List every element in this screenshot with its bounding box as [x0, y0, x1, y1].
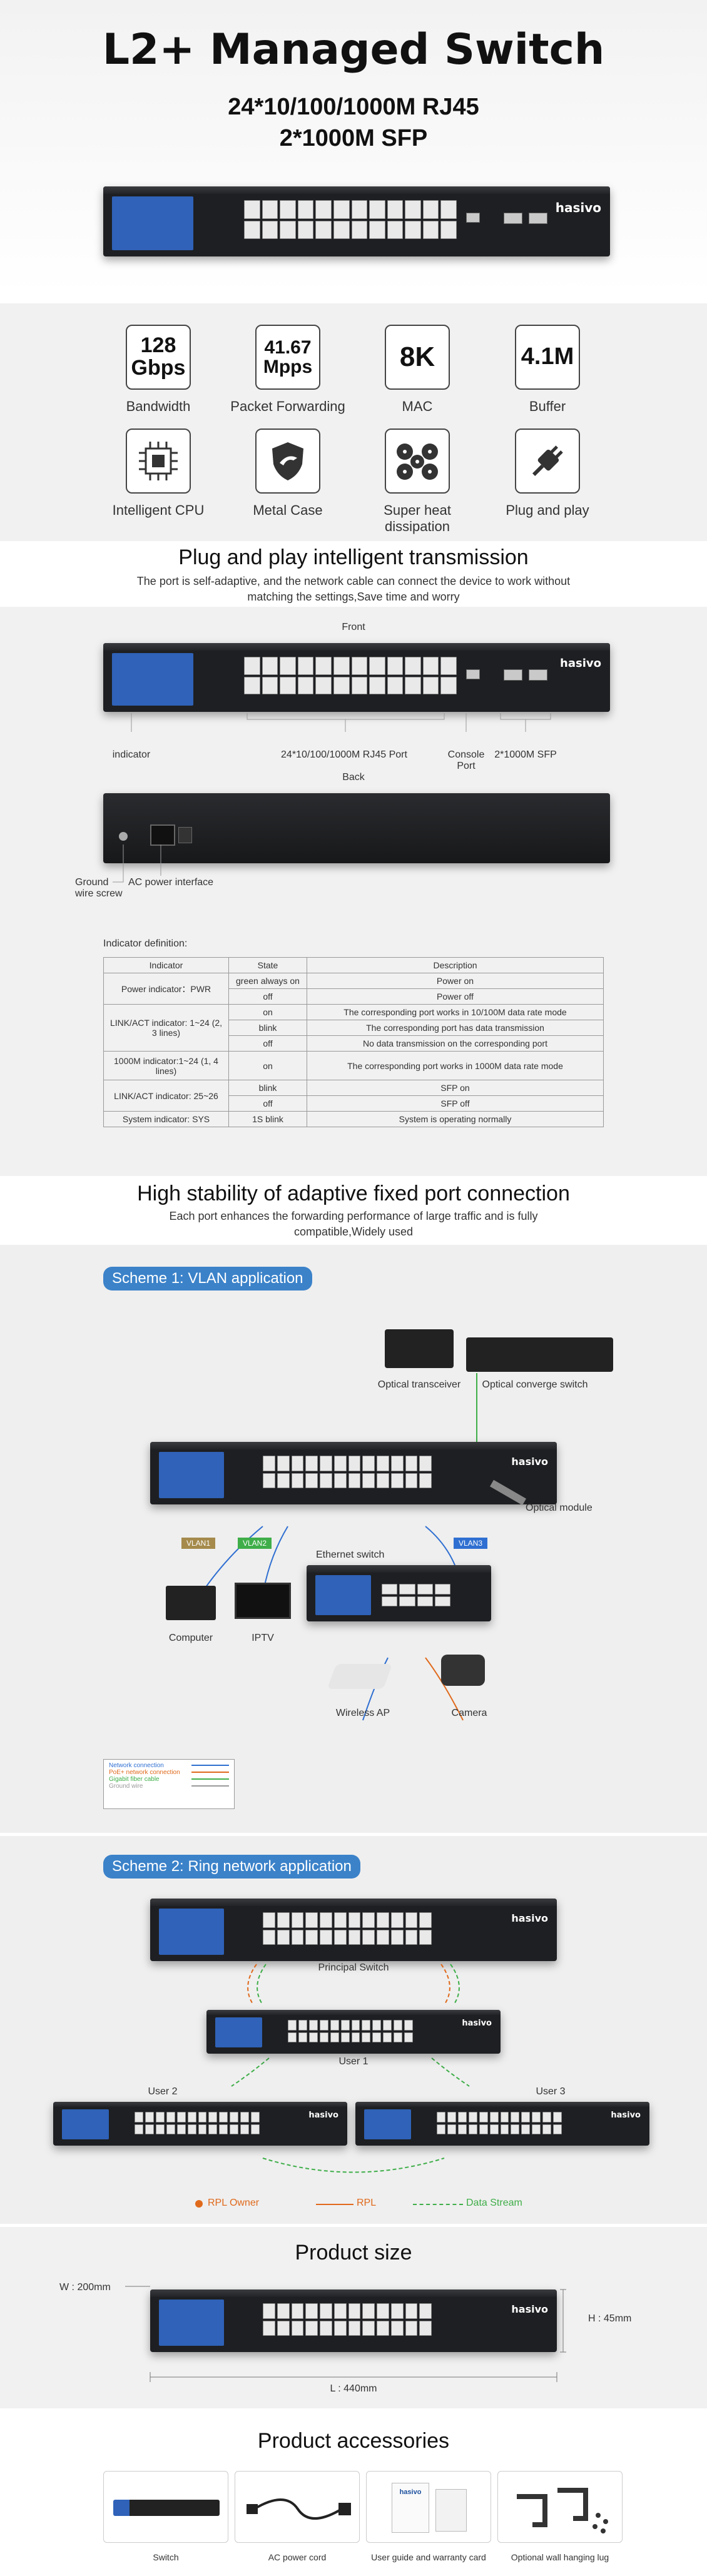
- mac-icon: 8K: [385, 325, 450, 390]
- vlan1-tag-left: VLAN1: [181, 1538, 216, 1549]
- camera-icon: [441, 1655, 485, 1686]
- stability-header: High stability of adaptive fixed port co…: [0, 1179, 707, 1242]
- feature-bandwidth: 128 Gbps Bandwidth: [93, 325, 224, 415]
- accessories-section: Product accessories hasivo Switch AC pow…: [0, 2411, 707, 2576]
- ground-screw: [119, 832, 128, 841]
- bandwidth-icon: 128 Gbps: [126, 325, 191, 390]
- console-label: Console Port: [447, 749, 485, 771]
- brand-logo: hasivo: [555, 200, 601, 215]
- length-label: L : 440mm: [330, 2383, 377, 2394]
- feature-buffer: 4.1M Buffer: [482, 325, 613, 415]
- switch-front-image: hasivo: [103, 643, 610, 712]
- rpl-owner-dot: [195, 2200, 203, 2208]
- plug-play-subtitle: The port is self-adaptive, and the netwo…: [136, 575, 571, 604]
- main-switch-image: hasivo: [150, 1442, 557, 1504]
- ac-socket: [150, 824, 175, 846]
- ground-label: Ground wire screw: [75, 877, 123, 899]
- packet-icon: 41.67 Mpps: [255, 325, 320, 390]
- product-size-title: Product size: [295, 2241, 412, 2264]
- plug-icon: [515, 428, 580, 494]
- size-section: Product size hasivo W : 200mm H : 45mm L…: [0, 2227, 707, 2408]
- principal-switch-image: hasivo: [150, 1899, 557, 1961]
- vlan2-tag: VLAN2: [238, 1538, 272, 1549]
- width-label: W : 200mm: [59, 2282, 111, 2293]
- ports-section: Front hasivo indicator 24*10/100/1000M R…: [0, 607, 707, 1176]
- stability-subtitle: Each port enhances the forwarding perfor…: [169, 1210, 538, 1239]
- features-section: 128 Gbps Bandwidth 41.67 Mpps Packet For…: [0, 303, 707, 541]
- feature-cpu: Intelligent CPU: [93, 428, 224, 519]
- accessory-wall-lug: [497, 2471, 623, 2543]
- dimension-lines: [125, 2286, 566, 2382]
- plug-play-header: Plug and play intelligent transmission T…: [0, 544, 707, 604]
- optical-converge-image: [466, 1337, 613, 1372]
- feature-mac: 8K MAC: [352, 325, 483, 415]
- feature-metal-case: Metal Case: [222, 428, 354, 519]
- accessory-switch-label: Switch: [153, 2552, 179, 2562]
- switch-back-image: [103, 793, 610, 863]
- indicator-label: indicator: [112, 749, 151, 760]
- size-switch-image: hasivo: [150, 2289, 557, 2352]
- rpl-owner-label: RPL Owner: [208, 2198, 260, 2208]
- user1-switch-image: hasivo: [206, 2010, 501, 2054]
- indicator-definition-title: Indicator definition:: [103, 938, 188, 949]
- scheme1-pill: Scheme 1: VLAN application: [103, 1267, 312, 1291]
- buffer-icon: 4.1M: [515, 325, 580, 390]
- accessory-power-cord: [235, 2471, 360, 2543]
- hero-line2: 2*1000M SFP: [279, 125, 428, 151]
- cpu-icon: [126, 428, 191, 494]
- accessory-lug-label: Optional wall hanging lug: [511, 2552, 609, 2562]
- shield-icon: [255, 428, 320, 494]
- accessory-cord-label: AC power cord: [268, 2552, 327, 2562]
- ac-label: AC power interface: [128, 877, 214, 888]
- hero-title: L2+ Managed Switch: [102, 25, 605, 74]
- vlan-connection-lines: [200, 1373, 477, 1721]
- scheme2-pill: Scheme 2: Ring network application: [103, 1855, 360, 1879]
- legend-box: Network connection PoE+ network connecti…: [103, 1759, 235, 1809]
- iptv-icon: [235, 1583, 291, 1619]
- vlan3-tag: VLAN3: [454, 1538, 488, 1549]
- accessories-title: Product accessories: [257, 2429, 450, 2453]
- user2-switch-image: hasivo: [53, 2102, 347, 2146]
- feature-heat-dissipation: Super heat dissipation: [352, 428, 483, 535]
- sfp-label: 2*1000M SFP: [494, 749, 557, 760]
- ethernet-switch-image: [307, 1565, 491, 1621]
- ring-arrows: [231, 1964, 470, 2173]
- wireless-ap-icon: [327, 1664, 393, 1689]
- accessory-user-guide: hasivo: [366, 2471, 491, 2543]
- feature-packet-forwarding: 41.67 Mpps Packet Forwarding: [222, 325, 354, 415]
- feature-plug-and-play: Plug and play: [482, 428, 613, 519]
- fan-icon: [385, 428, 450, 494]
- hero-section: L2+ Managed Switch 24*10/100/1000M RJ45 …: [0, 0, 707, 294]
- switch-image: hasivo: [103, 186, 610, 256]
- accessory-switch: [103, 2471, 228, 2543]
- vlan-section: Scheme 1: VLAN application Optical trans…: [0, 1245, 707, 1833]
- ring-section: Scheme 2: Ring network application hasiv…: [0, 1836, 707, 2224]
- rj45-label: 24*10/100/1000M RJ45 Port: [281, 749, 407, 760]
- callout-lines: [131, 713, 551, 732]
- rpl-label: RPL: [357, 2198, 377, 2208]
- optical-transceiver-image: [385, 1329, 454, 1368]
- stability-title: High stability of adaptive fixed port co…: [137, 1182, 570, 1205]
- accessory-guide-label: User guide and warranty card: [371, 2552, 486, 2562]
- data-stream-label: Data Stream: [466, 2198, 522, 2208]
- back-label: Back: [342, 772, 365, 783]
- hero-line1: 24*10/100/1000M RJ45: [228, 94, 479, 120]
- front-label: Front: [342, 622, 365, 632]
- user3-switch-image: hasivo: [355, 2102, 649, 2146]
- computer-icon: [166, 1586, 216, 1620]
- height-label: H : 45mm: [588, 2313, 632, 2324]
- plug-play-title: Plug and play intelligent transmission: [178, 545, 529, 569]
